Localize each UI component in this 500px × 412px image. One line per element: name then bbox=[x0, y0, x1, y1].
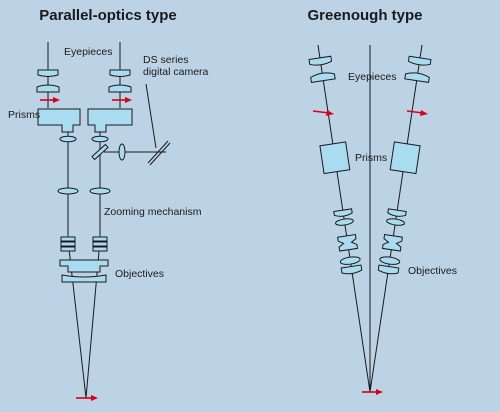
parallel-relay-lenses bbox=[59, 135, 109, 143]
parallel-eyepieces bbox=[36, 69, 132, 93]
camera-label-line2: digital camera bbox=[143, 66, 209, 78]
zoom-lenses bbox=[57, 187, 111, 195]
greenough-prisms-label: Prisms bbox=[355, 152, 387, 164]
objectives-label: Objectives bbox=[115, 268, 164, 280]
common-main-objective bbox=[59, 259, 109, 283]
greenough-direction-arrows bbox=[312, 110, 428, 116]
greenough-right-train bbox=[377, 55, 432, 275]
greenough-eyepieces-label: Eyepieces bbox=[348, 71, 396, 83]
parallel-optics-title: Parallel-optics type bbox=[39, 7, 177, 24]
greenough-left-train bbox=[308, 55, 363, 275]
greenough-title: Greenough type bbox=[307, 7, 422, 24]
parallel-prisms bbox=[37, 108, 133, 133]
prisms-label: Prisms bbox=[8, 109, 40, 121]
eyepieces-label: Eyepieces bbox=[64, 46, 112, 58]
parallel-optical-axes bbox=[47, 42, 166, 399]
greenough-objectives-label: Objectives bbox=[408, 265, 457, 277]
greenough-optical-axes bbox=[317, 44, 423, 393]
parallel-specimen-arrow bbox=[76, 395, 98, 401]
parallel-optics-diagram: Parallel-optics type bbox=[8, 7, 209, 401]
parallel-direction-arrows bbox=[40, 97, 132, 103]
greenough-diagram: Greenough type bbox=[307, 7, 457, 395]
parallel-objective-stacks bbox=[60, 236, 108, 252]
zooming-mechanism-label: Zooming mechanism bbox=[104, 206, 202, 218]
camera-beam-splitter bbox=[91, 83, 171, 166]
camera-label-line1: DS series bbox=[143, 54, 189, 66]
greenough-specimen-arrow bbox=[362, 389, 383, 395]
